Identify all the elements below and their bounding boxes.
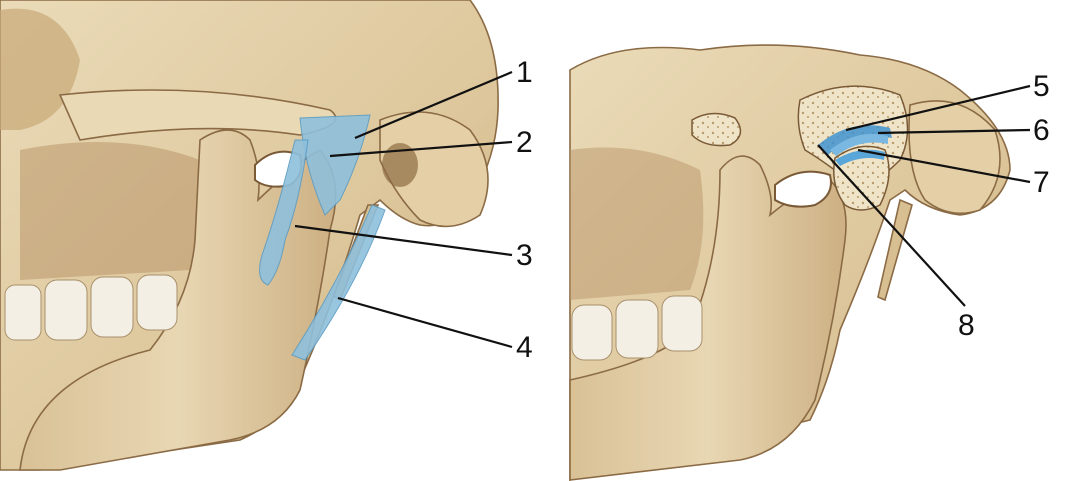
right-maxilla-shade — [570, 148, 703, 301]
label-6: 6 — [1033, 114, 1050, 147]
left-maxilla-shade — [20, 142, 203, 280]
label-5: 5 — [1033, 70, 1050, 103]
left-panel: 1 2 3 4 — [0, 0, 533, 470]
label-8: 8 — [958, 309, 975, 342]
label-3: 3 — [516, 239, 533, 272]
label-2: 2 — [516, 126, 533, 159]
label-7: 7 — [1033, 166, 1050, 199]
right-teeth — [572, 296, 702, 360]
label-1: 1 — [516, 56, 533, 89]
label-4: 4 — [516, 331, 533, 364]
leader-4 — [338, 298, 512, 347]
right-panel: 5 6 7 8 — [570, 45, 1050, 480]
right-zygomatic-cut — [692, 113, 740, 145]
